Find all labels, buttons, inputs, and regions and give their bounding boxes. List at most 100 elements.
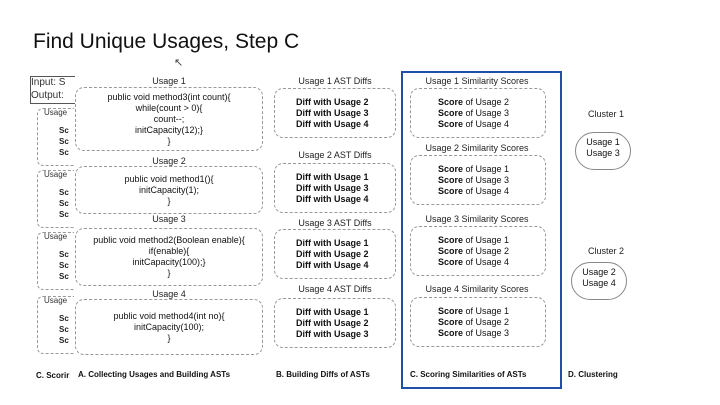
background-card-head: Usage <box>44 296 68 305</box>
usage-code-box <box>75 299 263 355</box>
score-target: of Usage 3 <box>465 108 510 118</box>
code-line: public void method2(Boolean enable){ <box>93 235 245 245</box>
score-keyword: Score <box>438 246 464 256</box>
diff-line: Diff with Usage 3 <box>296 108 369 118</box>
diff-title: Usage 4 AST Diffs <box>298 284 372 294</box>
score-line: Score of Usage 1 <box>438 164 509 175</box>
background-card <box>37 296 74 354</box>
score-target: of Usage 3 <box>465 328 510 338</box>
score-line: Score of Usage 3 <box>438 328 509 339</box>
code-line: initCapacity(100);} <box>132 257 206 267</box>
score-line: Score of Usage 4 <box>438 257 509 268</box>
diff-box <box>274 298 396 348</box>
footer-a: A. Collecting Usages and Building ASTs <box>78 370 231 379</box>
score-keyword: Score <box>438 164 464 174</box>
background-card-line: Sc <box>59 137 69 146</box>
score-line: Score of Usage 2 <box>438 317 509 328</box>
diff-title: Usage 2 AST Diffs <box>298 150 372 160</box>
code-line: } <box>167 332 171 343</box>
code-line: } <box>167 135 171 146</box>
background-card-head: Usage <box>44 108 68 117</box>
score-box <box>410 88 546 138</box>
score-title: Usage 4 Similarity Scores <box>425 284 529 294</box>
diff-line: Diff with Usage 1 <box>296 172 369 182</box>
score-box <box>410 226 546 276</box>
background-card-line: Sc <box>59 199 69 208</box>
score-keyword: Score <box>438 317 464 327</box>
cluster-member: Usage 1 <box>586 137 620 147</box>
score-target: of Usage 2 <box>465 246 510 256</box>
code-line: initCapacity(1); <box>138 184 200 195</box>
code-line: initCapacity(100); <box>133 321 205 332</box>
mouse-cursor-icon: ↖ <box>174 57 184 69</box>
score-target: of Usage 4 <box>465 257 510 267</box>
diff-line: Diff with Usage 3 <box>296 329 369 339</box>
cluster-title: Cluster 1 <box>587 109 624 119</box>
diff-line: Diff with Usage 1 <box>296 307 369 317</box>
usage-code-box <box>75 166 263 214</box>
usage-title: Usage 2 <box>152 156 186 166</box>
score-line: Score of Usage 4 <box>438 119 509 130</box>
code-line: while(count > 0){ <box>135 102 203 113</box>
score-target: of Usage 2 <box>465 97 510 107</box>
diff-line: Diff with Usage 2 <box>296 249 369 259</box>
code-line: if(enable){ <box>148 246 190 256</box>
usage-code-box <box>75 228 263 286</box>
background-card-line: Sc <box>59 336 69 345</box>
score-box <box>410 155 546 205</box>
diff-line: Diff with Usage 2 <box>296 97 369 107</box>
background-card <box>37 108 74 166</box>
score-keyword: Score <box>438 235 464 245</box>
background-card-head: Usage <box>44 232 68 241</box>
score-line: Score of Usage 4 <box>438 186 509 197</box>
score-keyword: Score <box>438 186 464 196</box>
code-line: public void method1(){ <box>124 173 214 184</box>
diff-line: Diff with Usage 2 <box>296 318 369 328</box>
background-card-line: Sc <box>59 272 69 281</box>
score-target: of Usage 3 <box>465 175 510 185</box>
background-card-line: Sc <box>59 188 69 197</box>
background-card-line: Sc <box>59 210 69 219</box>
score-line: Score of Usage 3 <box>438 175 509 186</box>
score-target: of Usage 4 <box>465 119 510 129</box>
background-card-line: Sc <box>59 148 69 157</box>
input-label: Input: S <box>31 77 66 88</box>
score-title: Usage 2 Similarity Scores <box>425 143 529 153</box>
score-keyword: Score <box>438 108 464 118</box>
score-target: of Usage 1 <box>465 164 510 174</box>
score-keyword: Score <box>438 97 464 107</box>
score-keyword: Score <box>438 175 464 185</box>
diff-line: Diff with Usage 4 <box>296 194 369 204</box>
score-line: Score of Usage 2 <box>438 246 509 257</box>
score-title: Usage 1 Similarity Scores <box>425 76 529 86</box>
background-card-line: Sc <box>59 126 69 135</box>
usage-code-box <box>75 87 263 151</box>
code-line: public void method3(int count){ <box>107 91 231 102</box>
code-line: count--; <box>153 113 185 124</box>
diff-box <box>274 88 396 138</box>
diff-box <box>274 163 396 213</box>
diff-box <box>274 229 396 279</box>
usage-title: Usage 1 <box>152 76 186 86</box>
cluster-member: Usage 4 <box>582 278 616 288</box>
score-line: Score of Usage 3 <box>438 108 509 119</box>
io-box <box>30 76 75 104</box>
output-label: Output: <box>31 90 64 101</box>
cluster-member: Usage 3 <box>586 148 620 158</box>
code-line: } <box>167 268 171 278</box>
score-target: of Usage 2 <box>465 317 510 327</box>
background-card-line: Sc <box>59 325 69 334</box>
background-card-line: Sc <box>59 261 69 270</box>
footer-c: C. Scoring Similarities of ASTs <box>410 370 527 379</box>
score-target: of Usage 1 <box>465 235 510 245</box>
diff-title: Usage 3 AST Diffs <box>298 218 372 228</box>
slide-title: Find Unique Usages, Step C <box>33 30 300 53</box>
score-keyword: Score <box>438 306 464 316</box>
cluster-title: Cluster 2 <box>587 246 624 256</box>
footer-c-partial: C. Scorir <box>36 371 70 380</box>
background-card-line: Sc <box>59 250 69 259</box>
score-box <box>410 297 546 347</box>
highlight-box <box>401 71 562 389</box>
